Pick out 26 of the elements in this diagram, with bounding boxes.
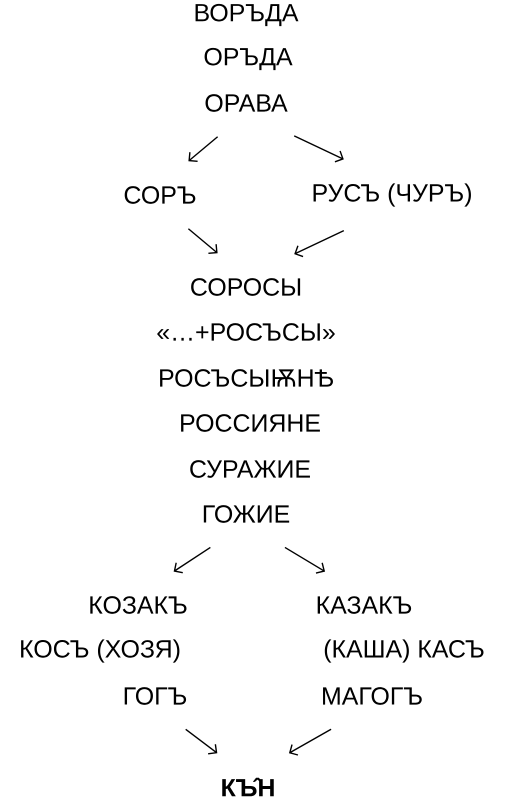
word-text: РОСЪСЫѬНѢ (160, 369, 333, 387)
word-text: СОРЪ (124, 186, 196, 204)
word-text: РУСЪ (ЧУРЪ) (314, 183, 471, 207)
arrow (288, 728, 332, 756)
word-text: «…+РОСЪСЫ» (157, 323, 335, 341)
arrow (188, 228, 218, 254)
word-text: ГОЖИЕ (204, 505, 290, 523)
arrow (174, 546, 211, 574)
word-text: КАЗАКЪ (318, 596, 412, 614)
arrow (185, 728, 218, 754)
word-text: СУРАЖИЕ (190, 460, 310, 478)
arrow (294, 135, 344, 162)
word-text: СОРОСЫ (191, 278, 300, 296)
word-text: КОЗАКЪ (90, 596, 186, 614)
word-text: (КАША) КАСЪ (324, 639, 484, 663)
word-text: МАГОГЪ (323, 687, 422, 705)
word-text: ОРЪДА (204, 48, 293, 70)
word-text: КОСЪ (ХОЗЯ) (21, 639, 180, 663)
word-text: РОССИЯНЕ (181, 414, 320, 432)
word-text: ОРАВА (206, 94, 288, 112)
arrow (284, 546, 326, 574)
word-text: ГОГЪ (124, 687, 186, 705)
arrow (294, 230, 344, 258)
word-text: ВОРЪДА (196, 4, 298, 26)
arrow (188, 136, 218, 162)
word-text: КЪ̂Н (222, 778, 274, 796)
